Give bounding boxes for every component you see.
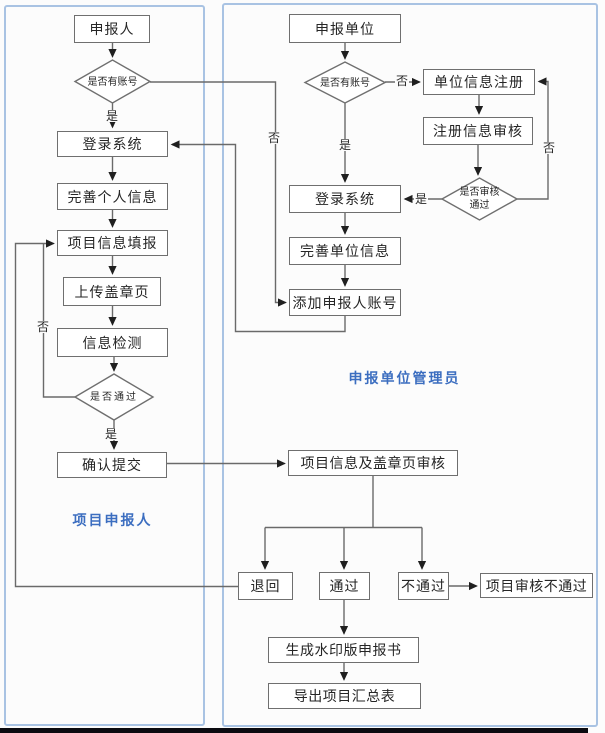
branch-label-yes-applicant-account: 是 <box>104 109 120 123</box>
branch-label-no-check-passed: 否 <box>35 320 51 334</box>
node-applicant-start: 申报人 <box>74 15 150 43</box>
decision-check-passed-shape <box>73 373 155 421</box>
branch-label-yes-unit-account: 是 <box>337 138 353 152</box>
branch-label-yes-review-passed: 是 <box>413 192 429 206</box>
branch-label-yes-check-passed: 是 <box>103 427 119 441</box>
decision-applicant-has-account-label: 是否有账号 <box>87 77 138 88</box>
node-pass: 通过 <box>319 572 370 600</box>
decision-unit-has-account-shape <box>303 61 387 104</box>
branch-label-no-unit-account: 否 <box>394 74 410 88</box>
node-register-review: 注册信息审核 <box>423 117 533 145</box>
edge-add-account-to-applicant-login <box>170 140 346 333</box>
decision-applicant-has-account-shape <box>73 59 152 104</box>
node-generate-watermark: 生成水印版申报书 <box>268 637 419 663</box>
node-confirm-submit: 确认提交 <box>57 452 167 478</box>
node-upload-stamp-page: 上传盖章页 <box>63 277 161 306</box>
node-unit-start: 申报单位 <box>289 14 401 43</box>
node-info-check: 信息检测 <box>57 328 168 357</box>
applicant-lane-caption: 项目申报人 <box>72 512 153 528</box>
node-review-failed: 项目审核不通过 <box>480 573 593 598</box>
node-fail: 不通过 <box>398 572 449 600</box>
unit-lane-border <box>222 3 598 727</box>
decision-unit-has-account-label: 是否有账号 <box>320 78 370 89</box>
node-unit-login: 登录系统 <box>289 185 401 213</box>
node-project-info-fill: 项目信息填报 <box>57 230 168 256</box>
node-project-review: 项目信息及盖章页审核 <box>288 450 458 476</box>
decision-check-passed-label: 是否通过 <box>90 392 138 403</box>
node-export-summary: 导出项目汇总表 <box>268 683 421 709</box>
edge-review-passed-no-to-register <box>517 77 549 200</box>
applicant-lane-border <box>4 5 205 726</box>
node-applicant-complete-info: 完善个人信息 <box>57 183 168 210</box>
unit-lane-caption: 申报单位管理员 <box>348 370 461 386</box>
decision-review-passed-label: 是否审核通过 <box>459 187 500 211</box>
bottom-window-edge <box>0 728 588 733</box>
node-unit-complete-info: 完善单位信息 <box>289 237 401 265</box>
node-applicant-login: 登录系统 <box>57 131 168 157</box>
node-add-applicant-account: 添加申报人账号 <box>289 289 401 316</box>
edge-check-passed-no-loop <box>42 243 75 398</box>
branch-label-no-applicant-account: 否 <box>266 131 282 145</box>
node-return-back: 退回 <box>238 572 293 600</box>
node-unit-register: 单位信息注册 <box>423 69 535 95</box>
edge-has-account-no-to-add-account <box>150 81 287 307</box>
edge-return-to-project-fill <box>14 239 238 588</box>
decision-review-passed-shape <box>440 177 519 221</box>
branch-label-no-review-passed: 否 <box>541 141 557 155</box>
